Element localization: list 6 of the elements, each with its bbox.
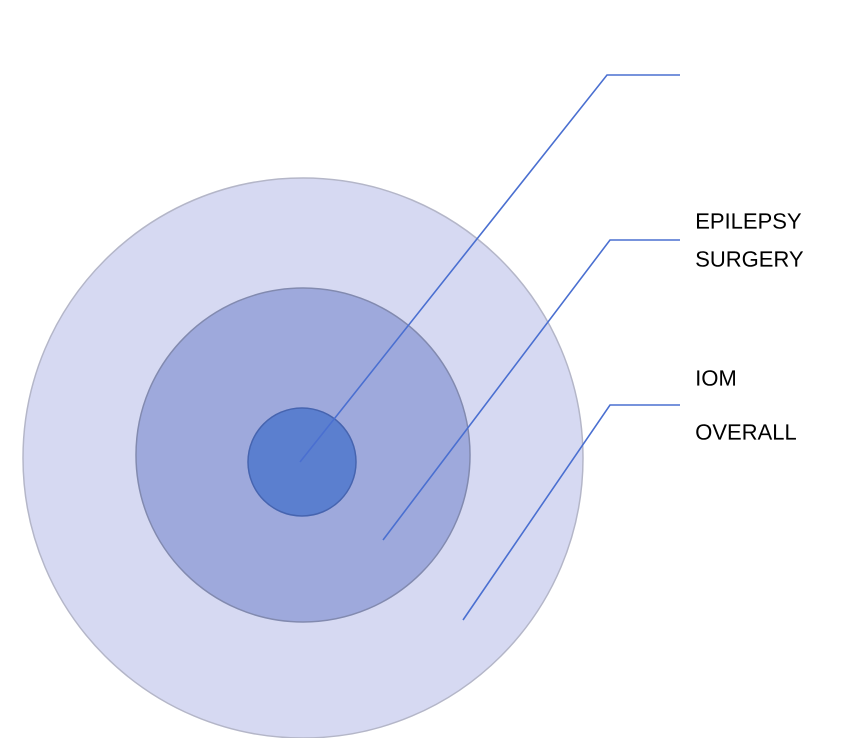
circle-region: [247, 407, 357, 517]
leader-line: [299, 74, 680, 462]
label-text: IOM OVERALL: [696, 370, 796, 440]
leader-line: [382, 239, 680, 540]
label-text: EPILEPSY SURGERY: [696, 213, 804, 267]
leader-line: [462, 404, 680, 620]
